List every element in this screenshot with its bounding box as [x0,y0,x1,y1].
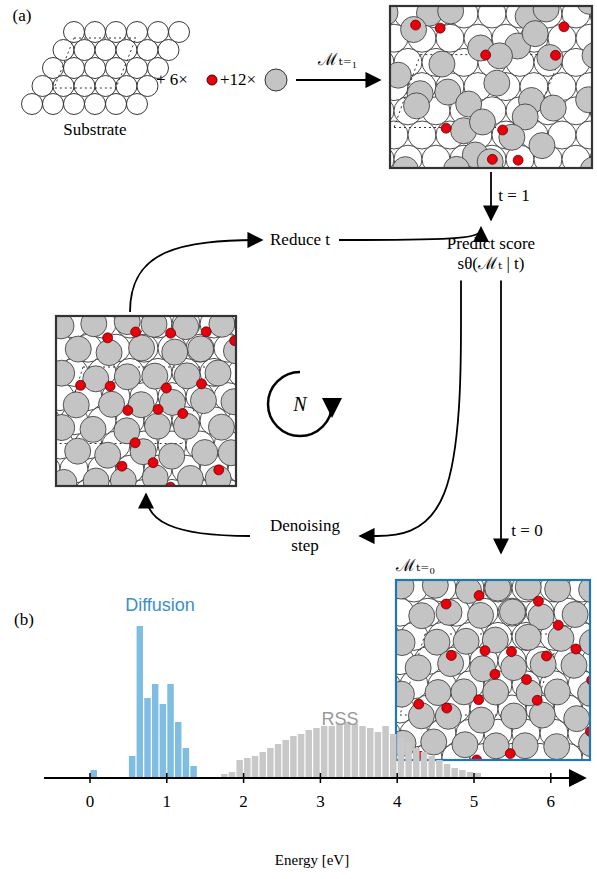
edge-label: t = 0 [509,522,544,541]
step-label: Denoising step [253,513,357,560]
cycle-arrow [130,240,262,312]
process-arrow [490,172,492,220]
annotation: ℳₜ₌₁ [318,51,357,70]
loop-arrowhead [322,398,342,418]
energy-histogram [44,626,585,783]
annotation: (b) [14,611,34,630]
annotation: RSS [321,710,358,730]
axis-title: Energy [eV] [275,852,349,869]
node-text: Predict score [447,234,535,254]
node-text: Denoising step [257,516,353,557]
structure-image [390,6,592,168]
cycle-arrow [146,494,250,536]
oxygen-symbol [207,75,217,85]
result-structure: ℳₜ₌₀ [396,556,590,760]
node-text: Reduce t [268,230,332,250]
structure-image [396,580,590,760]
tick-label: 6 [547,793,556,812]
flow-arrow [360,280,461,536]
step-label: Reduce t [264,227,336,253]
tick-label: 3 [316,793,325,812]
process-arrow [296,79,380,81]
image-frame [56,316,236,486]
tick-label: 2 [239,793,248,812]
structure-image [56,316,236,486]
node-text: Substrate [25,120,165,140]
substrate-node: Substrate [25,22,165,140]
annotation: N [293,393,306,415]
image-frame [396,580,590,760]
tick-label: 4 [393,793,402,812]
step-label: Predict scoresθ(ℳₜ | t) [443,231,539,278]
metal-symbol [265,69,287,91]
node-text: ℳₜ₌₀ [396,556,435,576]
tick-label: 5 [470,793,479,812]
flow-arrow [500,280,502,553]
annotation: t = 1 [498,187,529,206]
image-frame [390,6,592,168]
annotation: +12× [220,71,256,90]
node-text: sθ(ℳₜ | t) [447,254,535,274]
substrate-illustration [22,22,190,115]
tick-label: 1 [163,793,172,812]
loop-arrow [268,372,332,436]
annotation: Diffusion [125,596,195,616]
annotation: + 6× [156,71,188,90]
tick-label: 0 [86,793,95,812]
annotation: (a) [13,7,32,26]
